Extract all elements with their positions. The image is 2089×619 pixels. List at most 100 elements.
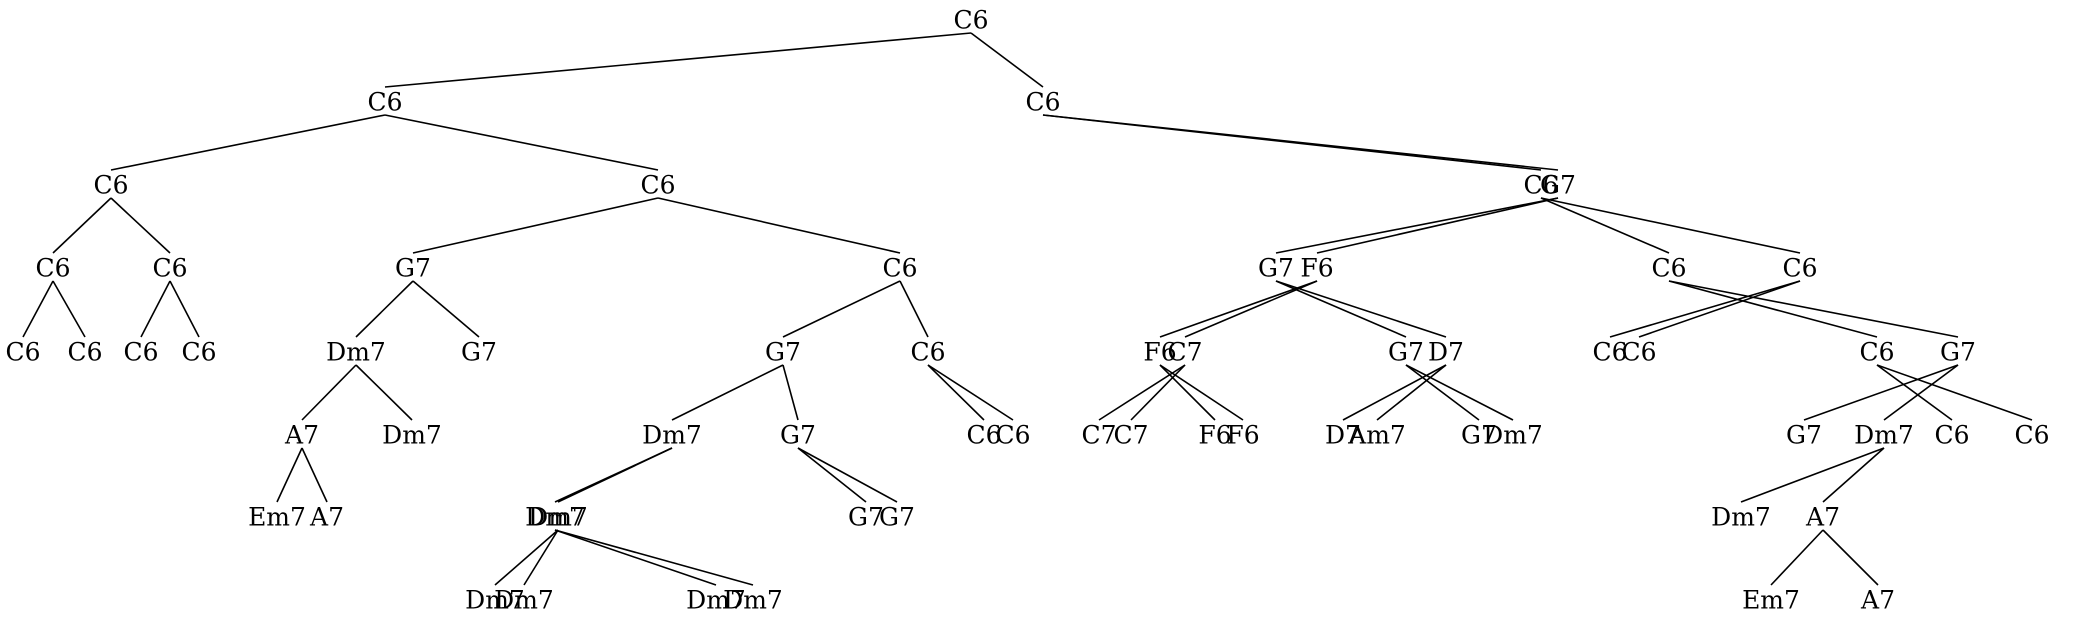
tree-node: G7 xyxy=(1258,254,1294,283)
tree-leaf-node: C7 xyxy=(1081,421,1116,450)
tree-node: D7 xyxy=(1428,338,1464,367)
tree-node: C6 xyxy=(35,254,70,283)
tree-edge xyxy=(797,447,867,503)
tree-leaf-node: Em7 xyxy=(248,503,306,532)
tree-node: G7 xyxy=(780,421,816,450)
tree-edge xyxy=(797,447,898,503)
tree-edge xyxy=(1275,280,1447,338)
tree-leaf-node: C6 xyxy=(5,338,40,367)
tree-leaf-node: C6 xyxy=(995,421,1030,450)
tree-leaf-node: C7 xyxy=(1113,421,1148,450)
tree-node: C7 xyxy=(1167,338,1202,367)
tree-edge xyxy=(1405,364,1514,421)
tree-node: C6 xyxy=(1782,254,1817,283)
tree-leaf-node: D7 xyxy=(1325,421,1361,450)
tree-edge xyxy=(782,280,901,338)
tree-edge xyxy=(110,114,386,171)
tree-edge xyxy=(140,280,171,338)
tree-node: Dm7 xyxy=(1854,421,1914,450)
tree-edge xyxy=(554,529,754,586)
tree-edge xyxy=(671,364,784,421)
tree-leaf-node: Am7 xyxy=(1347,421,1406,450)
tree-leaf-node: Dm7 xyxy=(465,586,525,615)
tree-leaf-node: Dm7 xyxy=(494,586,554,615)
tree-leaf-node: C6 xyxy=(1621,338,1656,367)
tree-node: C6 xyxy=(1651,254,1686,283)
tree-edge xyxy=(1316,197,1559,254)
tree-node: C6 xyxy=(882,254,917,283)
tree-leaf-node: C6 xyxy=(1934,421,1969,450)
tree-edge xyxy=(1405,364,1480,421)
tree-edge xyxy=(1822,529,1879,586)
tree-node: Dm7 xyxy=(528,503,588,532)
tree-edge xyxy=(1540,197,1801,254)
tree-edge xyxy=(970,32,1044,88)
tree-edge xyxy=(1668,280,1878,338)
tree-edge xyxy=(301,364,357,421)
tree-leaf-node: C6 xyxy=(181,338,216,367)
tree-edge xyxy=(927,364,1014,421)
tree-edge xyxy=(1822,447,1885,503)
tree-leaf-node: G7 xyxy=(879,503,915,532)
tree-edge xyxy=(1342,364,1447,421)
tree-edge xyxy=(1275,197,1559,254)
tree-edge xyxy=(927,364,985,421)
tree-node: Dm7 xyxy=(326,338,386,367)
tree-edge xyxy=(384,114,659,171)
tree-edge xyxy=(52,280,86,338)
tree-edge xyxy=(1042,114,1542,171)
tree-edge xyxy=(554,447,673,503)
tree-leaf-node: Dm7 xyxy=(382,421,442,450)
tree-node: C6 xyxy=(152,254,187,283)
tree-edge xyxy=(1876,364,1953,421)
tree-leaf-node: A7 xyxy=(309,503,344,532)
tree-edge xyxy=(1876,364,2033,421)
tree-node: Dm7 xyxy=(525,503,585,532)
tree-leaf-node: A7 xyxy=(1860,586,1895,615)
tree-edge xyxy=(22,280,54,338)
tree-node: F6 xyxy=(1143,338,1176,367)
tree-leaf-node: C6 xyxy=(67,338,102,367)
tree-leaf-node: C6 xyxy=(1592,338,1627,367)
tree-edge xyxy=(355,280,414,338)
tree-edge xyxy=(1803,364,1959,421)
tree-leaf-node: C6 xyxy=(123,338,158,367)
tree-node: C6 xyxy=(910,338,945,367)
tree-node: F6 xyxy=(1300,254,1333,283)
tree-edge xyxy=(52,197,112,254)
tree-edge xyxy=(1638,280,1801,338)
tree-edge xyxy=(554,529,717,586)
tree-edge xyxy=(169,280,200,338)
tree-edge xyxy=(110,197,171,254)
tree-node: G7 xyxy=(1388,338,1424,367)
tree-leaf-node: Dm7 xyxy=(1711,503,1771,532)
tree-root-node: C6 xyxy=(953,6,988,35)
tree-node: G7 xyxy=(1540,171,1576,200)
tree-leaf-node: G7 xyxy=(1461,421,1497,450)
tree-edge xyxy=(1376,364,1447,421)
tree-edge xyxy=(1770,529,1824,586)
tree-leaf-node: Dm7 xyxy=(723,586,783,615)
tree-edge xyxy=(384,32,972,88)
tree-edge xyxy=(1883,364,1959,421)
tree-edge xyxy=(1540,197,1670,254)
tree-edge xyxy=(1275,280,1407,338)
tree-leaf-node: Em7 xyxy=(1742,586,1800,615)
tree-edge xyxy=(1159,364,1216,421)
tree-edge xyxy=(1159,280,1318,338)
tree-leaf-node: F6 xyxy=(1198,421,1231,450)
tree-node: C6 xyxy=(1523,171,1558,200)
tree-edge xyxy=(523,529,559,586)
tree-edge xyxy=(899,280,929,338)
tree-edge xyxy=(1098,364,1186,421)
tree-edge xyxy=(301,447,328,503)
tree-node: C6 xyxy=(1025,88,1060,117)
tree-node: G7 xyxy=(765,338,801,367)
tree-leaf-node: G7 xyxy=(848,503,884,532)
tree-edge xyxy=(276,447,303,503)
tree-edge xyxy=(1740,447,1885,503)
tree-edge xyxy=(1130,364,1186,421)
tree-node: G7 xyxy=(1940,338,1976,367)
